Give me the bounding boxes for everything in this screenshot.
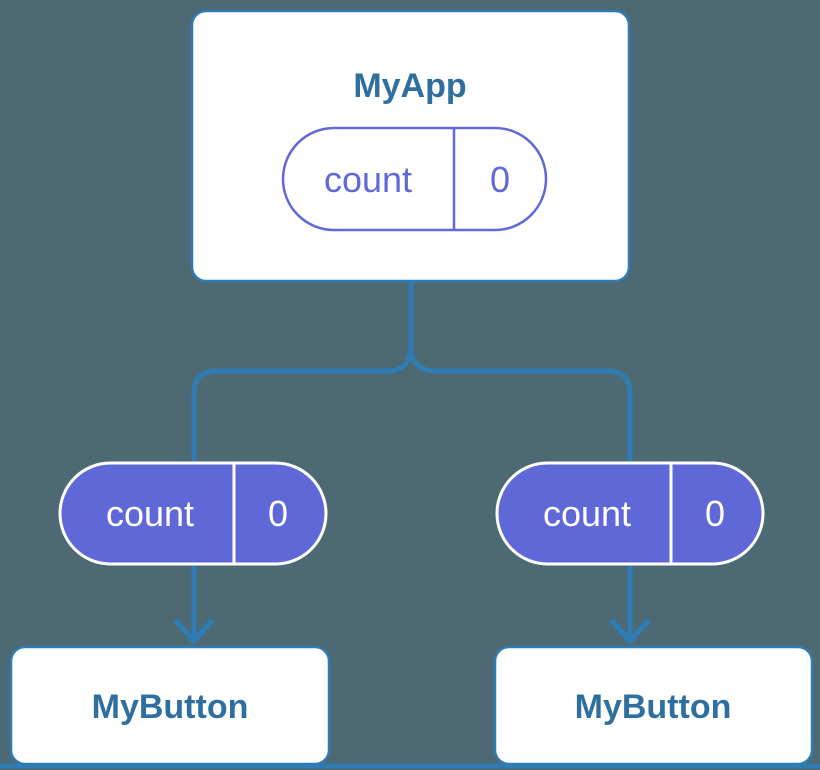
mybutton-card-right: MyButton bbox=[493, 645, 814, 766]
prop-value-label: 0 bbox=[268, 493, 288, 534]
arrowhead-down-icon bbox=[174, 619, 214, 644]
state-value-label: 0 bbox=[490, 159, 510, 200]
connector-lines bbox=[191, 279, 633, 637]
mybutton-card-box bbox=[493, 645, 814, 766]
prop-pill-left: count 0 bbox=[58, 461, 328, 566]
prop-pill-box bbox=[495, 461, 765, 566]
mybutton-card-box bbox=[9, 645, 331, 766]
arrowhead-down-icon bbox=[610, 619, 650, 644]
prop-value-label: 0 bbox=[705, 493, 725, 534]
state-name-label: count bbox=[324, 159, 412, 200]
mybutton-title: MyButton bbox=[575, 688, 732, 726]
prop-pill-box bbox=[58, 461, 328, 566]
myapp-card: MyApp count 0 bbox=[190, 9, 631, 283]
mybutton-title: MyButton bbox=[92, 688, 249, 726]
state-pill-myapp: count 0 bbox=[281, 126, 548, 232]
mybutton-card-left: MyButton bbox=[9, 645, 331, 766]
prop-pill-right: count 0 bbox=[495, 461, 765, 566]
prop-name-label: count bbox=[543, 493, 631, 534]
state-pill-box bbox=[281, 126, 548, 232]
prop-name-label: count bbox=[106, 493, 194, 534]
myapp-title: MyApp bbox=[353, 67, 466, 105]
